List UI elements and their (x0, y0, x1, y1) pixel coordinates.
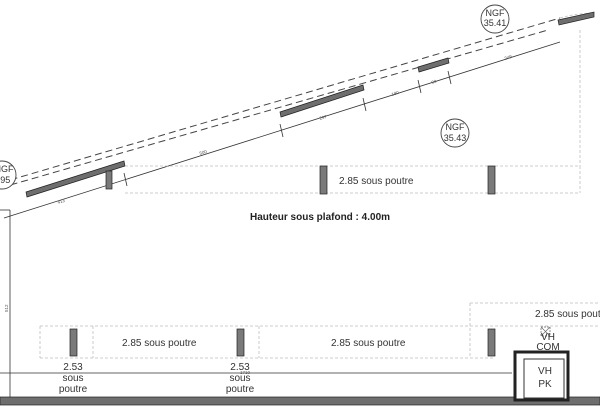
facade-dashed-lines (0, 12, 591, 189)
post (69, 328, 78, 357)
svg-text:NGF: NGF (0, 164, 14, 174)
ngf-marker-top: NGF 35.41 (480, 4, 510, 34)
svg-text:35.41: 35.41 (484, 18, 507, 28)
structural-posts (69, 165, 496, 357)
bottom-wall (0, 372, 600, 406)
dimension-label: 90 (431, 79, 438, 85)
beam-label-lower-middle: 2.85 sous poutre (331, 338, 406, 349)
left-wall (0, 209, 11, 398)
facade-wall-segments (25, 11, 595, 198)
svg-text:35.43: 35.43 (444, 133, 467, 143)
svg-text:NGF: NGF (486, 8, 506, 18)
beam-zones (39, 30, 600, 359)
dimension-label: 297 (319, 114, 328, 121)
dimension-labels: 413 500 297 180 90 349 512 1710 (4, 54, 513, 375)
ngf-marker-mid: NGF 35.43 (440, 118, 470, 148)
dimension-chain (3, 41, 561, 219)
svg-text:.95: .95 (0, 175, 10, 185)
svg-text:NGF: NGF (446, 122, 466, 132)
dimension-label: 413 (57, 198, 66, 205)
svg-text:2.53: 2.53 (63, 362, 83, 373)
post (319, 165, 328, 195)
ngf-marker-left: NGF .95 (0, 160, 17, 190)
vh-pk-shaft: VH PK (513, 350, 570, 402)
vh-com-shaft: VH COM (536, 326, 560, 353)
post (105, 170, 113, 190)
beam-label-bottom-left: 2.53 sous poutre (59, 362, 88, 395)
svg-text:poutre: poutre (226, 384, 255, 395)
svg-text:sous: sous (62, 373, 83, 384)
vh-pk-label-line1: VH (538, 366, 552, 377)
post (487, 328, 496, 357)
vh-com-label-line1: VH (541, 332, 555, 343)
dimension-label: 512 (4, 304, 9, 312)
ceiling-height-label: Hauteur sous plafond : 4.00m (250, 212, 390, 223)
vh-pk-label-line2: PK (538, 379, 552, 390)
dimension-label: 500 (199, 149, 208, 156)
dimension-label: 180 (391, 90, 400, 97)
svg-text:2.53: 2.53 (230, 362, 250, 373)
beam-label-lower-left: 2.85 sous poutre (122, 338, 197, 349)
beam-label-bottom-middle: 2.53 sous poutre (226, 362, 255, 395)
dimension-label: 349 (504, 54, 513, 61)
svg-text:poutre: poutre (59, 384, 88, 395)
dimension-label: 1710 (240, 370, 251, 375)
svg-text:sous: sous (229, 373, 250, 384)
vh-com-label-line2: COM (536, 342, 559, 353)
beam-label-upper: 2.85 sous poutre (339, 176, 414, 187)
beam-label-far-right: 2.85 sous poutre (535, 309, 600, 320)
post (487, 165, 496, 195)
post (236, 328, 245, 357)
